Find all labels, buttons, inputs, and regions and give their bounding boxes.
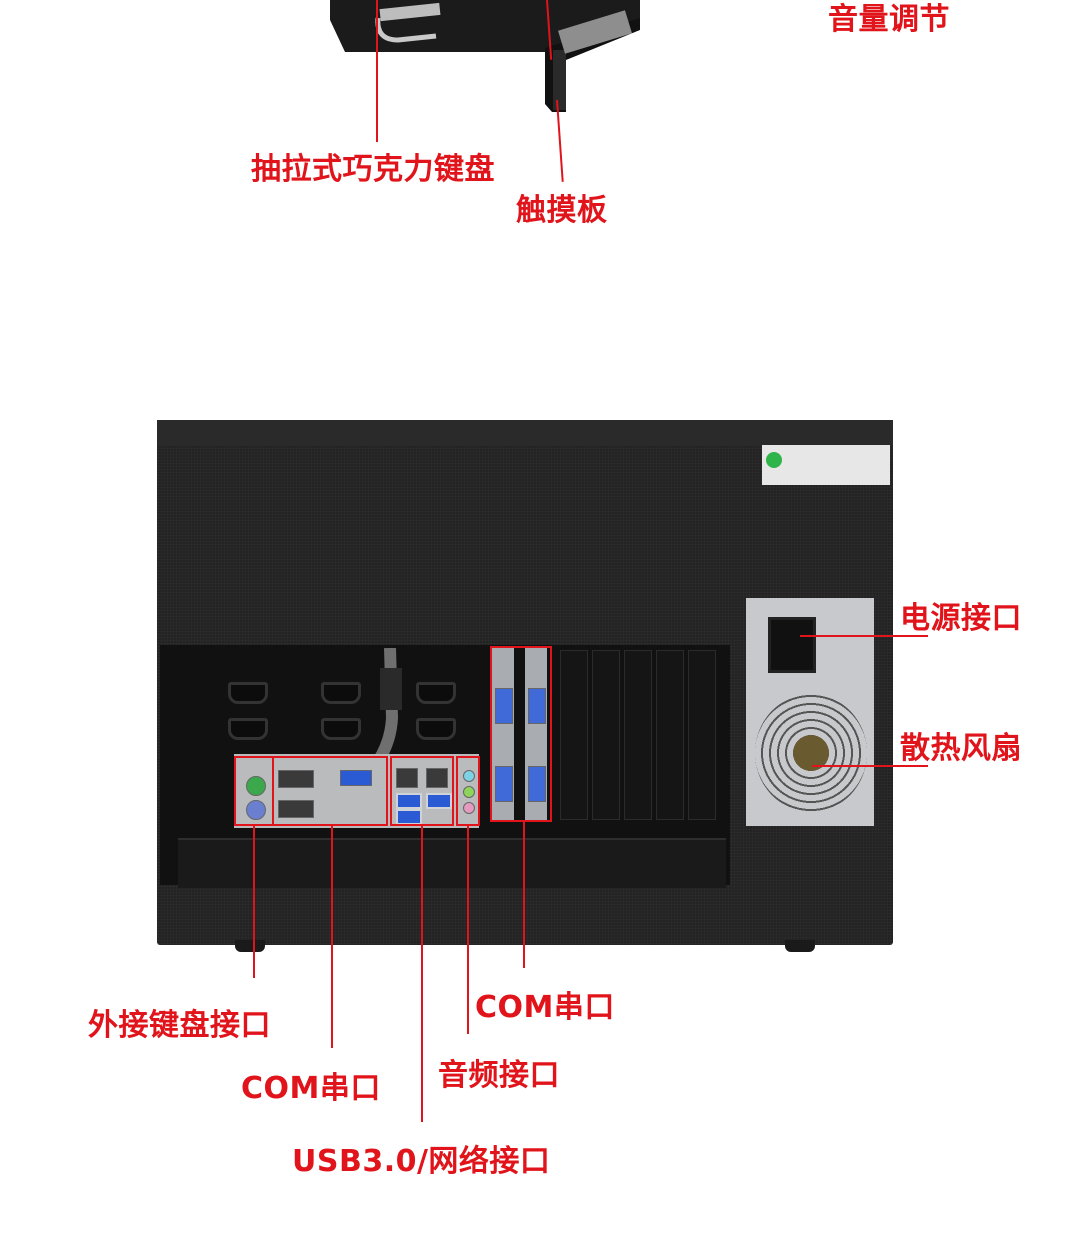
usb-net-label: USB3.0/网络接口: [292, 1144, 551, 1179]
com-highlight: [272, 756, 388, 826]
pci-slot-cover: [560, 650, 588, 820]
db9-knockout: [416, 718, 456, 740]
pci-com-label: COM串口: [475, 990, 615, 1025]
ethernet-port[interactable]: [426, 768, 448, 788]
ext-keyboard-highlight: [234, 756, 274, 826]
fan-leader-line: [812, 765, 928, 767]
pci-com-highlight: [490, 646, 552, 822]
db9-knockout: [321, 682, 361, 704]
power-inlet[interactable]: [768, 617, 816, 673]
io-shield: [234, 754, 479, 828]
pci-slot-cover: [624, 650, 652, 820]
pci-slot-cover: [656, 650, 684, 820]
certification-icon: [766, 452, 782, 468]
usb3-port[interactable]: [396, 793, 422, 809]
case-foot-right: [785, 940, 815, 952]
pci-com-port[interactable]: [528, 688, 546, 724]
keyboard-tray-illustration: [330, 0, 640, 112]
com-port[interactable]: [278, 800, 314, 818]
audio-jack[interactable]: [463, 786, 475, 798]
case-bottom-ledge: [178, 838, 726, 888]
fan-label: 散热风扇: [900, 731, 1022, 766]
usb-net-highlight: [390, 756, 454, 826]
power-leader-line: [800, 635, 928, 637]
case-foot-left: [235, 940, 265, 952]
rating-sticker: [762, 445, 890, 485]
pci-slot-cover: [688, 650, 716, 820]
case-top-lip: [157, 420, 893, 446]
db9-knockout: [228, 718, 268, 740]
pci-com-port[interactable]: [495, 766, 513, 802]
pci-slot-cover: [592, 650, 620, 820]
db9-knockout: [416, 682, 456, 704]
audio-label: 音频接口: [438, 1058, 560, 1093]
usb-net-leader-line: [421, 826, 423, 1122]
db9-knockout: [321, 718, 361, 740]
ethernet-port[interactable]: [396, 768, 418, 788]
vga-port[interactable]: [340, 770, 372, 786]
audio-jack[interactable]: [463, 802, 475, 814]
volume-label: 音量调节: [828, 2, 950, 37]
com-leader-line: [331, 826, 333, 1048]
db9-knockout: [228, 682, 268, 704]
ps2-port[interactable]: [246, 776, 266, 796]
keyboard-leader-line: [376, 0, 378, 142]
pci-com-port[interactable]: [528, 766, 546, 802]
keyboard-tray-photo: [0, 0, 1066, 120]
audio-highlight: [456, 756, 480, 826]
touchpad-label: 触摸板: [516, 193, 608, 228]
audio-leader-line: [467, 826, 469, 1034]
pci-com-leader-line: [523, 822, 525, 968]
ext-keyboard-label: 外接键盘接口: [88, 1008, 271, 1043]
keyboard-label: 抽拉式巧克力键盘: [251, 152, 495, 187]
com-port[interactable]: [278, 770, 314, 788]
ext-keyboard-leader-line: [253, 826, 255, 978]
pci-com-port[interactable]: [495, 688, 513, 724]
ps2-port[interactable]: [246, 800, 266, 820]
usb3-port[interactable]: [426, 793, 452, 809]
power-label: 电源接口: [900, 601, 1022, 636]
com-label: COM串口: [241, 1071, 381, 1106]
audio-jack[interactable]: [463, 770, 475, 782]
